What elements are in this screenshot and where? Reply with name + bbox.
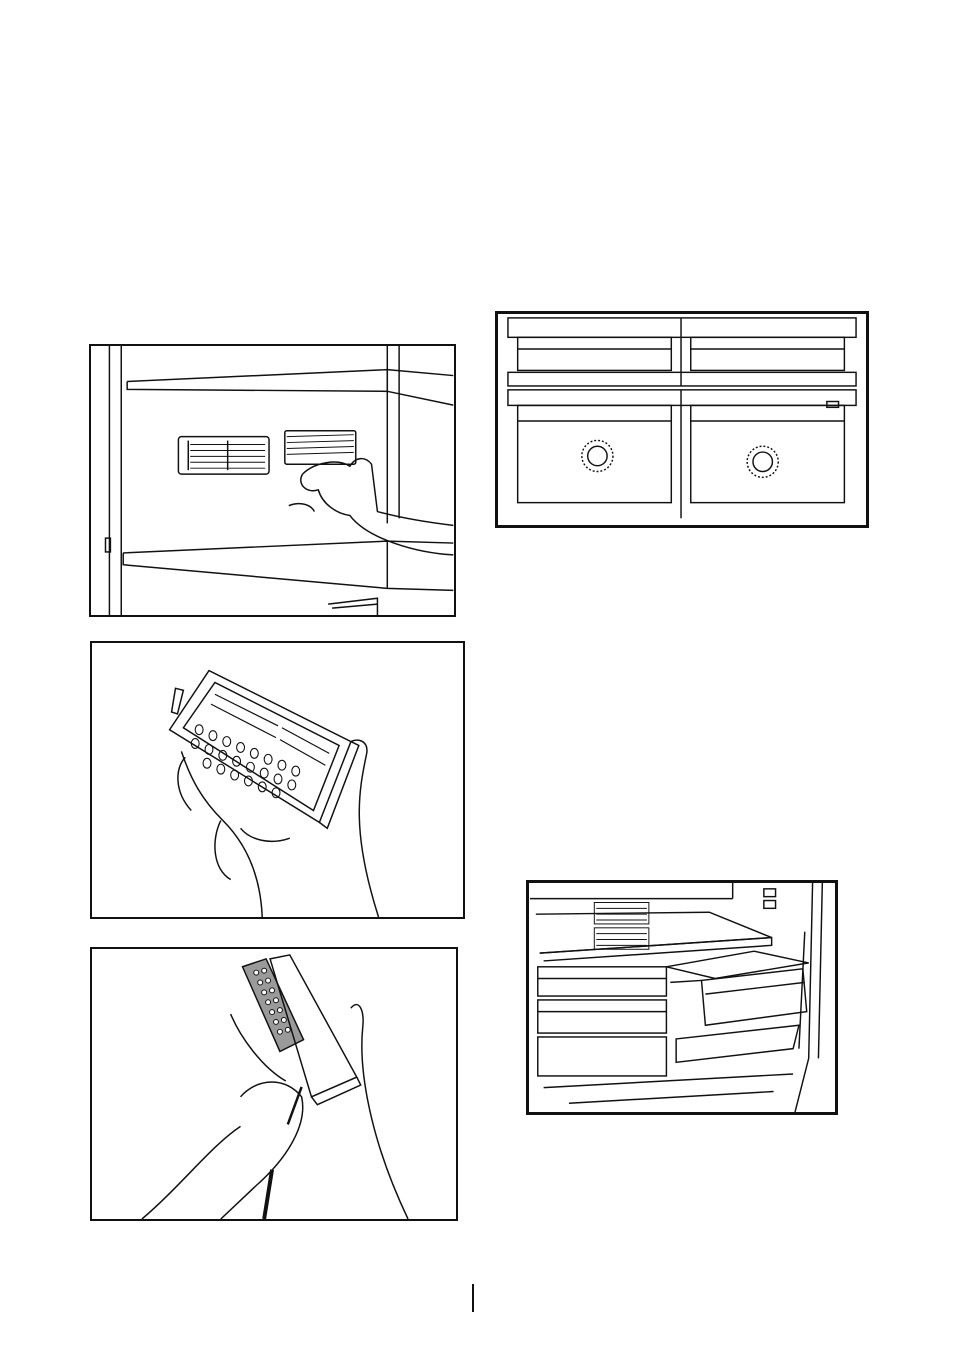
hand-removing-vent-grille-icon: [91, 346, 454, 615]
refrigerator-interior-drawer-icon: [529, 883, 835, 1112]
freezer-drawers-front-view-icon: [498, 314, 866, 525]
tool-opening-filter-housing-icon: [92, 949, 456, 1219]
filter-insert-figure: [90, 947, 458, 1221]
hand-holding-filter-housing-icon: [92, 643, 463, 917]
filter-holder-figure: [90, 641, 465, 919]
vent-removal-figure: [89, 344, 456, 617]
page-marker: [472, 1284, 474, 1312]
drawers-front-figure: [495, 311, 869, 528]
drawer-interior-figure: [526, 880, 838, 1115]
